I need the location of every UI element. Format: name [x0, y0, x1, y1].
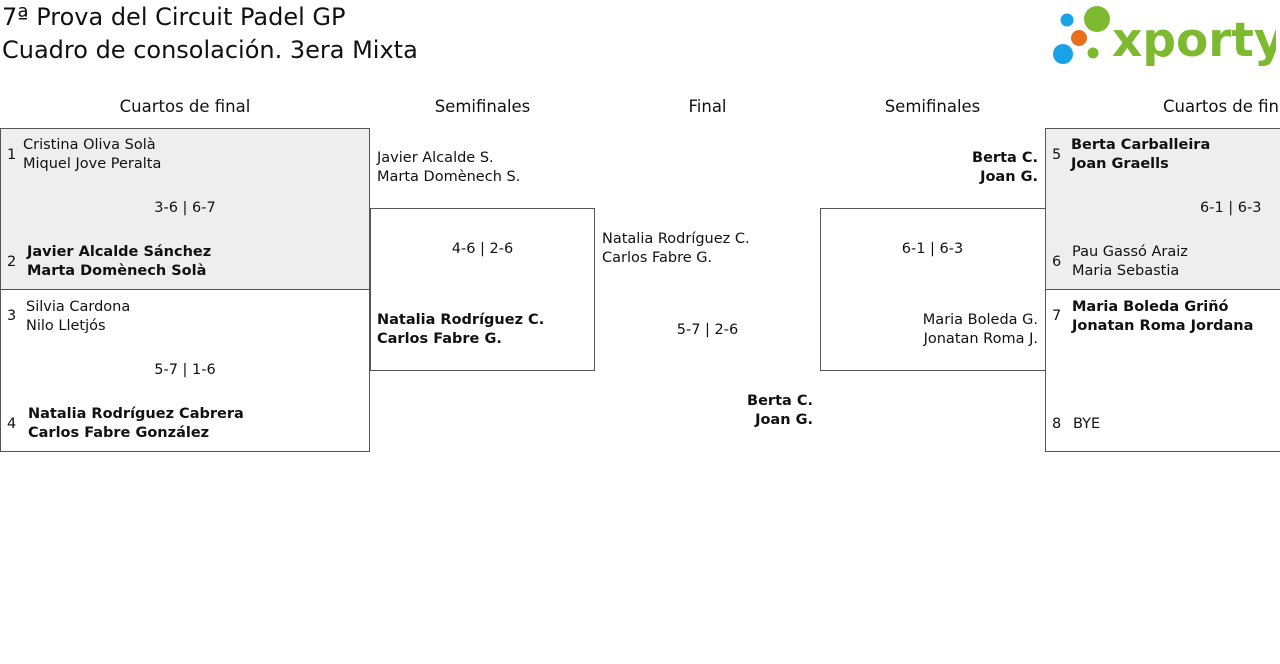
page-subtitle: Cuadro de consolación. 3era Mixta	[2, 36, 418, 64]
seed-number: 8	[1052, 416, 1062, 432]
player-name: Natalia Rodríguez C.	[602, 231, 750, 247]
player-name: Maria Boleda Griñó	[1072, 299, 1229, 315]
match-box-right-qf2	[1045, 289, 1280, 452]
match-score: 5-7 | 2-6	[676, 322, 739, 338]
team-final-top[interactable]: Natalia Rodríguez C. Carlos Fabre G.	[602, 230, 750, 268]
team-left-qf1-top[interactable]: Cristina Oliva Solà Miquel Jove Peralta	[23, 136, 161, 174]
player-name: Joan G.	[980, 169, 1038, 185]
match-score: 6-1 | 6-3	[1200, 200, 1262, 216]
seed-number: 6	[1052, 254, 1062, 270]
player-name: Javier Alcalde Sánchez	[27, 244, 212, 260]
player-name: Maria Sebastia	[1072, 263, 1180, 279]
player-name: Carlos Fabre González	[28, 425, 210, 441]
player-name: Jonatan Roma Jordana	[1072, 318, 1254, 334]
team-right-qf2-bottom[interactable]: BYE	[1073, 415, 1100, 434]
player-name: Cristina Oliva Solà	[23, 137, 156, 153]
round-header-right-semis: Semifinales	[884, 97, 981, 116]
player-name: Marta Domènech Solà	[27, 263, 207, 279]
match-box-left-qf1	[0, 128, 370, 290]
seed-number: 1	[7, 147, 17, 163]
player-name: Natalia Rodríguez Cabrera	[28, 406, 244, 422]
player-name: Maria Boleda G.	[922, 312, 1038, 328]
player-name: Berta Carballeira	[1071, 137, 1211, 153]
player-name: Javier Alcalde S.	[377, 150, 494, 166]
xporty-logo-icon: xporty	[1053, 6, 1280, 68]
match-score: 4-6 | 2-6	[451, 241, 514, 257]
round-header-right-quarters: Cuartos de final	[1163, 97, 1280, 116]
match-box-left-semi	[370, 208, 595, 371]
team-right-semi-top[interactable]: Berta C. Joan G.	[820, 149, 1038, 187]
round-header-left-quarters: Cuartos de final	[119, 97, 251, 116]
player-name: Pau Gassó Araiz	[1072, 244, 1188, 260]
xporty-logo[interactable]: xporty	[1050, 4, 1280, 68]
team-left-qf1-bottom[interactable]: Javier Alcalde Sánchez Marta Domènech So…	[27, 243, 211, 281]
seed-number: 4	[7, 416, 17, 432]
seed-number: 5	[1052, 147, 1062, 163]
team-left-qf2-top[interactable]: Silvia Cardona Nilo Lletjós	[26, 298, 130, 336]
seed-number: 3	[7, 308, 17, 324]
match-box-left-qf2	[0, 289, 370, 452]
player-name: BYE	[1073, 416, 1101, 432]
team-left-semi-bottom[interactable]: Natalia Rodríguez C. Carlos Fabre G.	[377, 311, 544, 349]
round-header-left-semis: Semifinales	[434, 97, 531, 116]
team-left-qf2-bottom[interactable]: Natalia Rodríguez Cabrera Carlos Fabre G…	[28, 405, 244, 443]
player-name: Carlos Fabre G.	[377, 331, 502, 347]
player-name: Berta C.	[747, 393, 813, 409]
player-name: Nilo Lletjós	[26, 318, 106, 334]
team-left-semi-top[interactable]: Javier Alcalde S. Marta Domènech S.	[377, 149, 520, 187]
match-score: 6-1 | 6-3	[901, 241, 964, 257]
player-name: Marta Domènech S.	[377, 169, 521, 185]
team-final-bottom[interactable]: Berta C. Joan G.	[595, 392, 813, 430]
team-right-qf1-top[interactable]: Berta Carballeira Joan Graells	[1071, 136, 1210, 174]
player-name: Joan Graells	[1071, 156, 1169, 172]
team-right-qf1-bottom[interactable]: Pau Gassó Araiz Maria Sebastia	[1072, 243, 1188, 281]
seed-number: 2	[7, 254, 17, 270]
team-right-qf2-top[interactable]: Maria Boleda Griñó Jonatan Roma Jordana	[1072, 298, 1253, 336]
player-name: Joan G.	[755, 412, 813, 428]
round-header-final: Final	[688, 97, 727, 116]
logo-text: xporty	[1112, 13, 1276, 68]
match-score: 3-6 | 6-7	[154, 200, 216, 216]
team-right-semi-bottom[interactable]: Maria Boleda G. Jonatan Roma J.	[820, 311, 1038, 349]
player-name: Carlos Fabre G.	[602, 250, 713, 266]
seed-number: 7	[1052, 308, 1062, 324]
page-title: 7ª Prova del Circuit Padel GP	[2, 3, 346, 31]
player-name: Silvia Cardona	[26, 299, 131, 315]
match-score: 5-7 | 1-6	[154, 362, 216, 378]
player-name: Berta C.	[972, 150, 1038, 166]
player-name: Miquel Jove Peralta	[23, 156, 162, 172]
match-box-right-qf1	[1045, 128, 1280, 290]
player-name: Natalia Rodríguez C.	[377, 312, 545, 328]
player-name: Jonatan Roma J.	[923, 331, 1038, 347]
